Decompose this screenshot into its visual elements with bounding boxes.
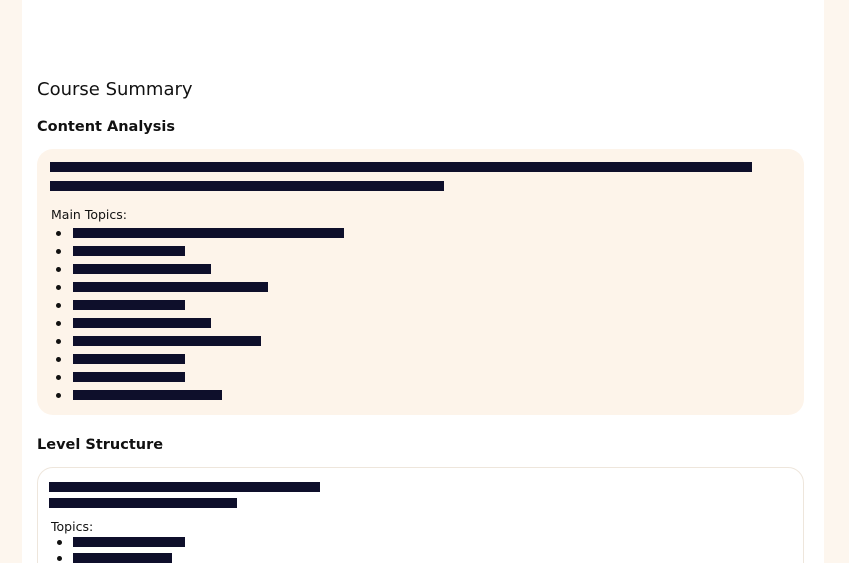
bullet-icon <box>56 375 61 380</box>
bullet-icon <box>56 321 61 326</box>
topic-item <box>73 246 185 256</box>
content-analysis-box: Main Topics: <box>37 149 804 415</box>
bullet-icon <box>56 339 61 344</box>
topic-item <box>73 372 185 382</box>
bullet-icon <box>56 357 61 362</box>
topic-item <box>73 336 261 346</box>
bullet-icon <box>57 556 62 561</box>
topic-item <box>73 228 344 238</box>
page-title: Course Summary <box>37 79 193 100</box>
topic-item <box>73 282 268 292</box>
redacted-summary-line-1 <box>50 162 752 172</box>
course-summary-panel: Course Summary Content Analysis Main Top… <box>22 0 824 563</box>
topic-item <box>73 264 211 274</box>
bullet-icon <box>56 231 61 236</box>
topic-item <box>73 553 172 563</box>
main-topics-label: Main Topics: <box>51 207 127 222</box>
level-structure-heading: Level Structure <box>37 437 164 453</box>
redacted-level-line-2 <box>49 498 237 508</box>
bullet-icon <box>56 303 61 308</box>
topics-label: Topics: <box>51 519 94 534</box>
level-structure-box: Topics: <box>37 467 804 563</box>
topic-item <box>73 300 185 310</box>
redacted-summary-line-2 <box>50 181 444 191</box>
bullet-icon <box>56 393 61 398</box>
topic-item <box>73 390 222 400</box>
redacted-level-line-1 <box>49 482 320 492</box>
bullet-icon <box>56 249 61 254</box>
topic-item <box>73 537 185 547</box>
topic-item <box>73 354 185 364</box>
bullet-icon <box>56 285 61 290</box>
bullet-icon <box>57 540 62 545</box>
content-analysis-heading: Content Analysis <box>37 119 175 135</box>
bullet-icon <box>56 267 61 272</box>
topic-item <box>73 318 211 328</box>
